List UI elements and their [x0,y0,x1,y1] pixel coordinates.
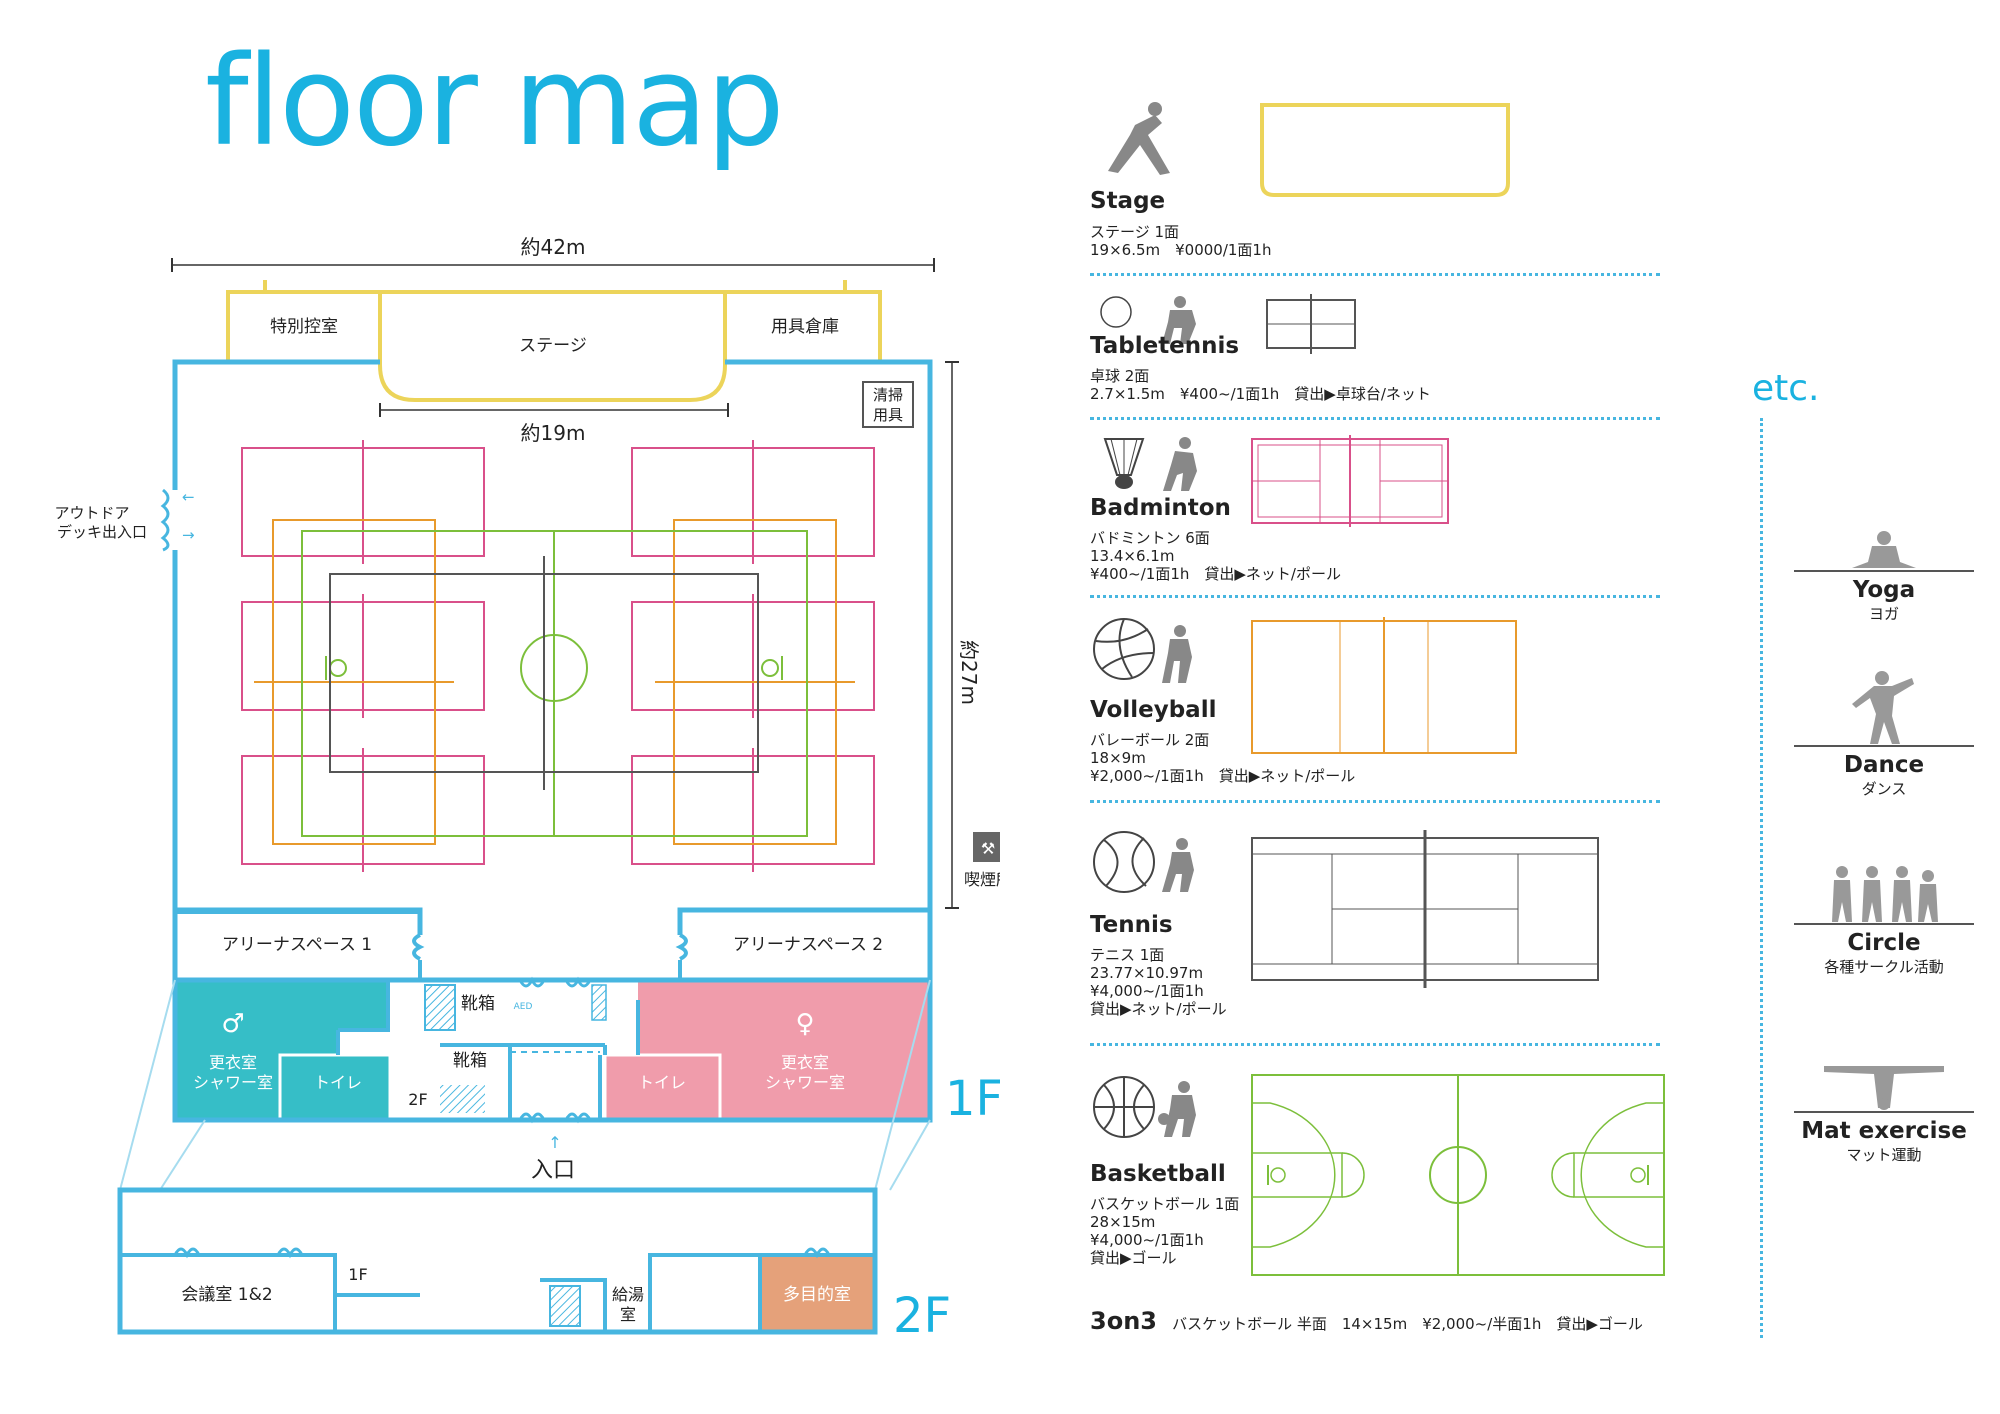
svg-text:アウトドア: アウトドア [54,504,129,522]
svg-text:室: 室 [620,1305,636,1324]
multipurpose-room-label: 多目的室 [783,1285,851,1305]
etc-yoga: Yoga ヨガ [1794,528,1974,624]
basketball-icon [1093,1076,1196,1138]
svg-text:用具: 用具 [873,406,903,424]
svg-text:更衣室: 更衣室 [209,1053,257,1072]
svg-text:約19m: 約19m [521,421,586,445]
smoking-area-label: 喫煙所 [964,870,1000,889]
entrance-label: 入口 [531,1158,575,1183]
equipment-storage-label: 用具倉庫 [771,317,839,337]
entrance-arrow-icon: ↑ [548,1133,561,1152]
page-title: floor map [205,30,785,174]
yoga-icon [1794,531,1974,572]
stage-block [226,280,882,402]
yoga-pose-icon [1108,102,1170,175]
basketball-court [301,530,808,837]
etc-divider [1760,418,1763,1338]
table-tennis-icon [1100,296,1196,344]
badminton-courts [241,440,875,872]
svg-text:←: ← [182,488,195,506]
arena-space-1-label: アリーナスペース 1 [222,935,372,955]
svg-text:シャワー室: シャワー室 [193,1073,273,1092]
svg-text:→: → [182,526,195,544]
circle-activity-icon [1794,866,1974,925]
perspective-lines [119,979,931,1191]
men-icon: ♂ [221,1009,244,1039]
first-floor-facilities [172,976,933,1124]
width-dimension: 約42m [171,235,935,272]
outdoor-deck-door: ← → [160,488,195,552]
svg-text:清掃: 清掃 [873,386,903,404]
svg-text:2F: 2F [408,1090,427,1109]
divider [1090,1043,1660,1046]
divider [1090,595,1660,598]
second-floor [117,1187,878,1335]
floor-1f-label: 1F [945,1071,1000,1127]
shoe-box-label-1: 靴箱 [461,994,495,1014]
svg-text:シャワー室: シャワー室 [765,1073,845,1092]
shoe-box-label-2: 靴箱 [453,1051,487,1071]
tennis-court-mini [1251,830,1599,988]
svg-text:1F: 1F [348,1265,367,1284]
depth-dimension: 約27m [945,361,981,909]
stage-label: ステージ [519,336,587,356]
svg-text:⚒: ⚒ [981,839,995,858]
volleyball-court-mini [1251,617,1517,754]
etc-dance: Dance ダンス [1794,668,1974,799]
volleyball-icon [1093,618,1192,683]
svg-text:更衣室: 更衣室 [781,1053,829,1072]
tennis-icon [1093,831,1194,893]
basketball-court-mini [1251,1074,1665,1276]
women-icon: ♀ [795,1009,814,1039]
svg-text:約27m: 約27m [957,640,981,705]
dance-icon [1794,671,1974,747]
svg-text:トイレ: トイレ [314,1073,362,1092]
svg-text:AED: AED [514,1002,533,1012]
width-label: 約42m [521,235,586,259]
etc-label: etc. [1752,368,1820,409]
tennis-court [329,556,759,790]
meeting-room-label: 会議室 1&2 [181,1285,272,1305]
floor-plan: 約42m 特別控室 ステージ 用具倉庫 約19m ← → アウトドア デッキ出入… [54,235,1000,1344]
sport-info: ステージ 1面 19×6.5m ¥0000/1面1h [1090,223,1272,259]
divider [1090,417,1660,420]
table-tennis-table [1266,294,1356,354]
divider [1090,800,1660,803]
three-on-three: 3on3 バスケットボール 半面 14×15m ¥2,000~/半面1h 貸出▶… [1090,1307,1643,1335]
mat-exercise-icon [1794,1066,1974,1113]
volleyball-courts [254,519,855,845]
stage-dimension: 約19m [379,403,729,445]
sport-name: Stage [1090,188,1166,214]
etc-mat-exercise: Mat exercise マット運動 [1794,1058,1974,1165]
stage-outline [1260,103,1510,197]
special-waiting-room-label: 特別控室 [270,317,338,337]
arena-space-2-label: アリーナスペース 2 [733,935,883,955]
etc-circle: Circle 各種サークル活動 [1794,862,1974,977]
svg-text:デッキ出入口: デッキ出入口 [57,523,147,541]
sports-list: Stage ステージ 1面 19×6.5m ¥0000/1面1h Tablete… [1090,95,1665,1345]
floor-2f-label: 2F [893,1288,951,1344]
svg-text:トイレ: トイレ [638,1073,686,1092]
divider [1090,273,1660,276]
badminton-court-mini [1251,435,1449,527]
badminton-icon [1103,437,1197,491]
svg-text:給湯: 給湯 [612,1285,644,1304]
